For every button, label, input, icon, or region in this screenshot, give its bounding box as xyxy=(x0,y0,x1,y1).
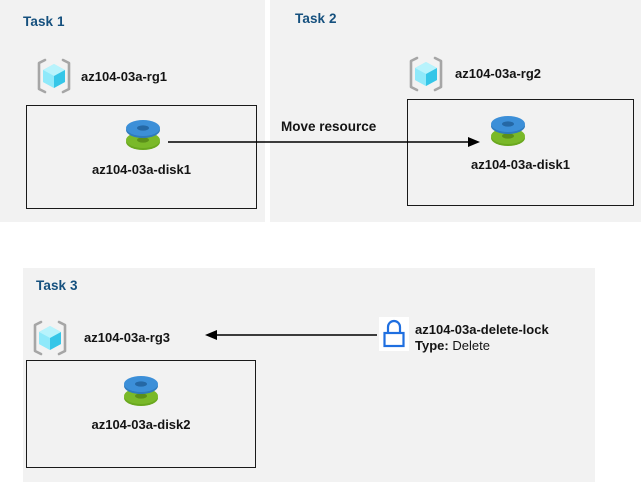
delete-lock-type-label: Type: xyxy=(415,338,449,353)
managed-disk-label: az104-03a-disk1 xyxy=(470,157,570,172)
managed-disk-label: az104-03a-disk1 xyxy=(91,162,191,177)
managed-disk-icon xyxy=(120,114,166,156)
resource-group-label: az104-03a-rg3 xyxy=(84,330,170,345)
task-1-resource-box xyxy=(26,105,257,209)
delete-lock-type: Type: Delete xyxy=(415,338,549,354)
task-1-title: Task 1 xyxy=(23,14,65,29)
resource-group-icon xyxy=(30,318,70,358)
delete-lock-name: az104-03a-delete-lock xyxy=(415,322,549,337)
move-resource-label: Move resource xyxy=(281,119,377,134)
managed-disk-icon xyxy=(485,110,531,152)
resource-group-label: az104-03a-rg2 xyxy=(455,66,541,81)
delete-lock-type-value: Delete xyxy=(452,338,490,353)
task-2-resource-box xyxy=(407,99,634,206)
delete-lock-info: az104-03a-delete-lock Type: Delete xyxy=(415,322,549,354)
delete-lock-arrow xyxy=(205,330,377,340)
task-3-title: Task 3 xyxy=(36,278,78,293)
move-resource-arrow xyxy=(168,137,480,147)
resource-group-icon xyxy=(406,54,446,94)
padlock-icon xyxy=(379,317,409,351)
managed-disk-icon xyxy=(118,370,164,412)
managed-disk-label: az104-03a-disk2 xyxy=(91,417,191,432)
resource-group-label: az104-03a-rg1 xyxy=(81,69,167,84)
task-2-title: Task 2 xyxy=(295,11,337,26)
resource-group-icon xyxy=(34,56,74,96)
